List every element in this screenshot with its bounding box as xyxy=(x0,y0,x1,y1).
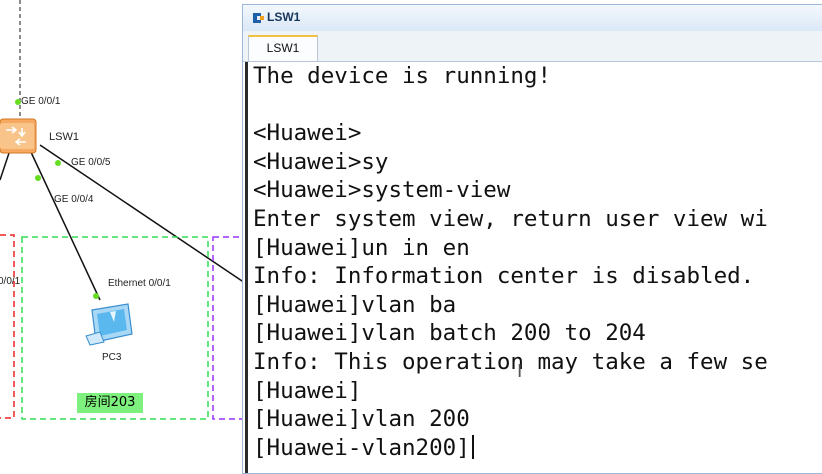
pc-icon[interactable] xyxy=(85,303,133,346)
port-label-ge004: GE 0/0/4 xyxy=(54,194,94,205)
room-box-red xyxy=(0,234,15,419)
port-dot-pc-eth xyxy=(93,293,99,299)
room-label-203: 房间203 xyxy=(77,393,143,413)
terminal-line: <Huawei>sy xyxy=(253,148,389,175)
link-ge004-pc3 xyxy=(29,149,101,301)
terminal-app-icon xyxy=(253,13,264,23)
tab-strip: LSW1 xyxy=(243,31,822,62)
terminal-line: [Huawei]vlan ba xyxy=(253,291,457,318)
terminal-prompt-line[interactable]: [Huawei-vlan200] xyxy=(248,434,822,463)
title-bar[interactable]: LSW1 xyxy=(243,5,822,32)
switch-icon[interactable] xyxy=(0,118,37,154)
terminal-line: The device is running! xyxy=(253,63,552,89)
pc-label: PC3 xyxy=(102,352,122,363)
port-label-cut: 0/0/1 xyxy=(0,276,21,287)
room-box-203 xyxy=(21,236,209,420)
terminal-line: <Huawei> xyxy=(253,120,362,147)
port-dot-ge005 xyxy=(55,160,61,166)
text-cursor xyxy=(471,434,474,459)
terminal-output[interactable]: The device is running! <Huawei> <Huawei>… xyxy=(245,62,822,473)
window-title: LSW1 xyxy=(267,10,301,24)
terminal-line: [Huawei]un in en xyxy=(253,234,470,261)
port-dot-ge004 xyxy=(35,175,41,181)
port-label-pc-eth: Ethernet 0/0/1 xyxy=(108,278,171,289)
terminal-line: Info: Information center is disabled. xyxy=(253,263,755,290)
port-dot-ge001 xyxy=(15,99,21,105)
terminal-line: [Huawei]vlan 200 xyxy=(253,406,470,433)
terminal-line: Enter system view, return user view wi xyxy=(253,205,768,232)
port-label-ge001: GE 0/0/1 xyxy=(21,96,61,107)
terminal-line: <Huawei>system-view xyxy=(253,177,511,204)
link-left xyxy=(0,149,11,181)
tab-lsw1[interactable]: LSW1 xyxy=(248,35,318,61)
terminal-line: [Huawei]vlan batch 200 to 204 xyxy=(253,320,646,347)
port-label-ge005: GE 0/0/5 xyxy=(71,157,111,168)
terminal-line: Info: This operation may take a few se xyxy=(253,348,768,375)
link-ge005 xyxy=(39,144,249,286)
console-window[interactable]: LSW1 LSW1 The device is running! <Huawei… xyxy=(242,4,822,474)
terminal-line: [Huawei] xyxy=(253,377,362,404)
terminal-prompt: [Huawei-vlan200] xyxy=(253,434,470,461)
terminal-line xyxy=(248,91,822,120)
mouse-ibeam-cursor: I xyxy=(517,361,523,382)
switch-label: LSW1 xyxy=(49,131,79,143)
